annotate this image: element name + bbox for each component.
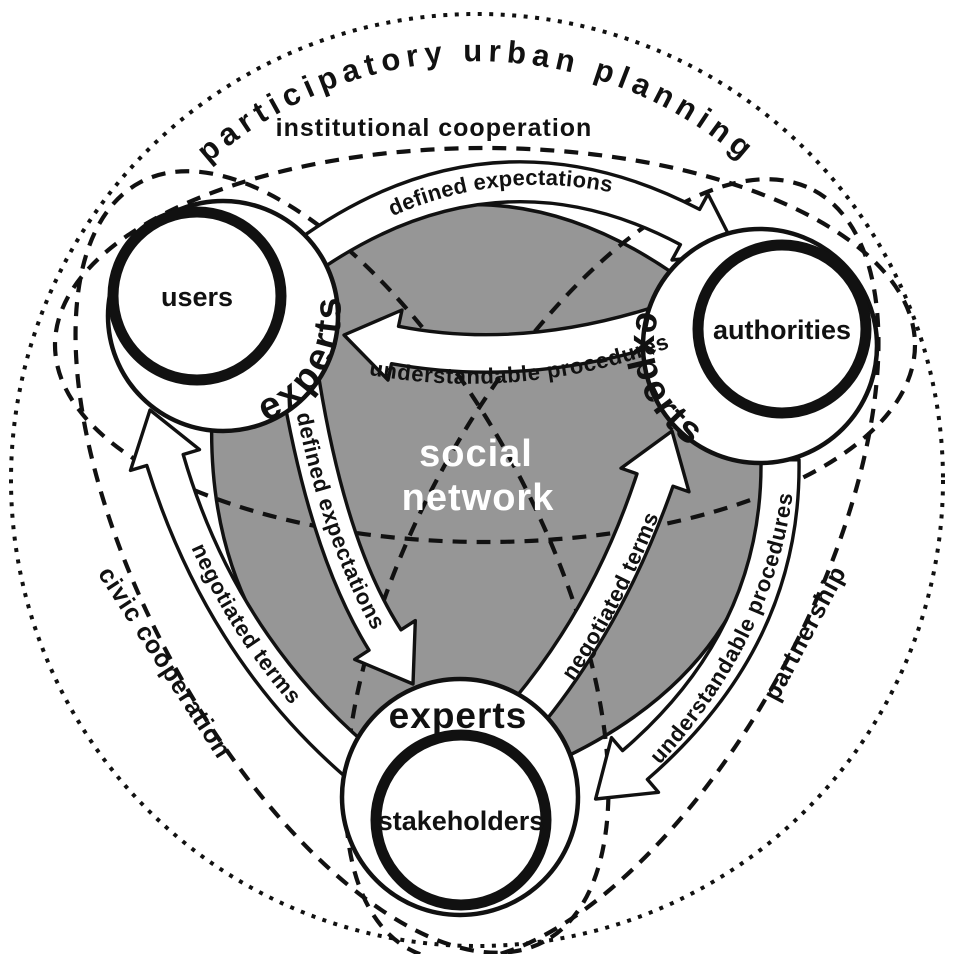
stakeholders-experts-label: experts — [389, 695, 528, 736]
social-network-label-line1: social — [419, 433, 533, 475]
arrow-negotiated-terms-center — [512, 429, 691, 723]
partnership-ellipse — [343, 177, 881, 954]
institutional-cooperation-ellipse — [52, 145, 918, 545]
participatory-urban-planning-ring — [9, 12, 945, 948]
arrow-understandable-procedures-right — [593, 458, 801, 801]
institutional-cooperation-label: institutional cooperation — [276, 114, 593, 142]
arrow-negotiated-terms-left — [128, 408, 369, 777]
authorities-circle — [692, 239, 872, 419]
stakeholders-circle — [370, 729, 552, 911]
arrow-understandable-procedures-middle — [342, 305, 668, 382]
social-network-label-line2: network — [402, 477, 555, 519]
stakeholders-label: stakeholders — [378, 806, 545, 836]
users-circle — [107, 206, 287, 386]
civic-cooperation-ellipse — [73, 169, 611, 954]
users-label: users — [161, 282, 233, 312]
authorities-label: authorities — [713, 315, 851, 345]
arrow-defined-expectations-center — [279, 376, 417, 686]
